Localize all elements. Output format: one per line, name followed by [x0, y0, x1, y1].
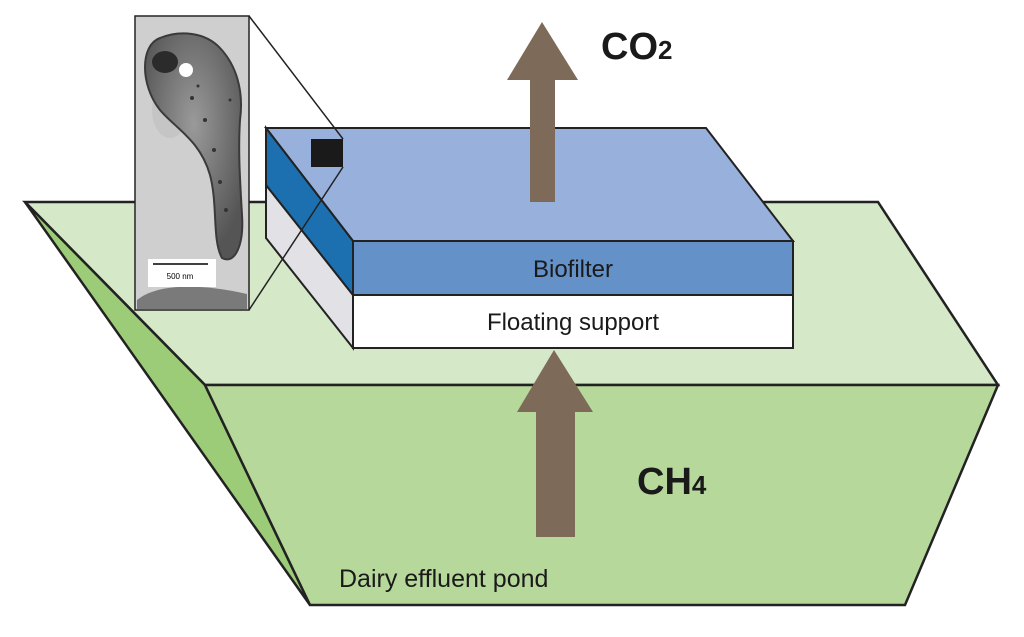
bacterium-cell — [144, 32, 244, 261]
biofilter-top-face — [263, 127, 796, 242]
zoom-line-top — [248, 15, 344, 140]
lower-cell-edge — [137, 286, 247, 309]
ch4-label-main: CH — [637, 461, 692, 503]
ch4-label-sub: 4 — [692, 470, 707, 500]
biofilter-label: Biofilter — [533, 256, 613, 283]
ch4-arrow — [517, 350, 593, 537]
ch4-label: CH4 — [637, 461, 707, 503]
scale-bar-label: 500 nm — [167, 272, 194, 281]
co2-label-main: CO — [601, 26, 658, 68]
pond-label: Dairy effluent pond — [339, 565, 548, 593]
biofilter-front-face — [352, 240, 794, 296]
biofilter — [263, 125, 796, 298]
co2-label-sub: 2 — [658, 35, 672, 65]
co2-arrow — [507, 22, 578, 202]
sample-marker — [311, 139, 343, 167]
pond-front-face — [203, 383, 1000, 607]
support-front-face — [352, 294, 794, 349]
co2-label: CO2 — [601, 26, 672, 68]
floating-support — [265, 182, 794, 351]
floating-support-label: Floating support — [487, 309, 659, 336]
zoom-line-bottom — [248, 166, 344, 311]
micrograph-inset: 500 nm — [134, 15, 250, 311]
